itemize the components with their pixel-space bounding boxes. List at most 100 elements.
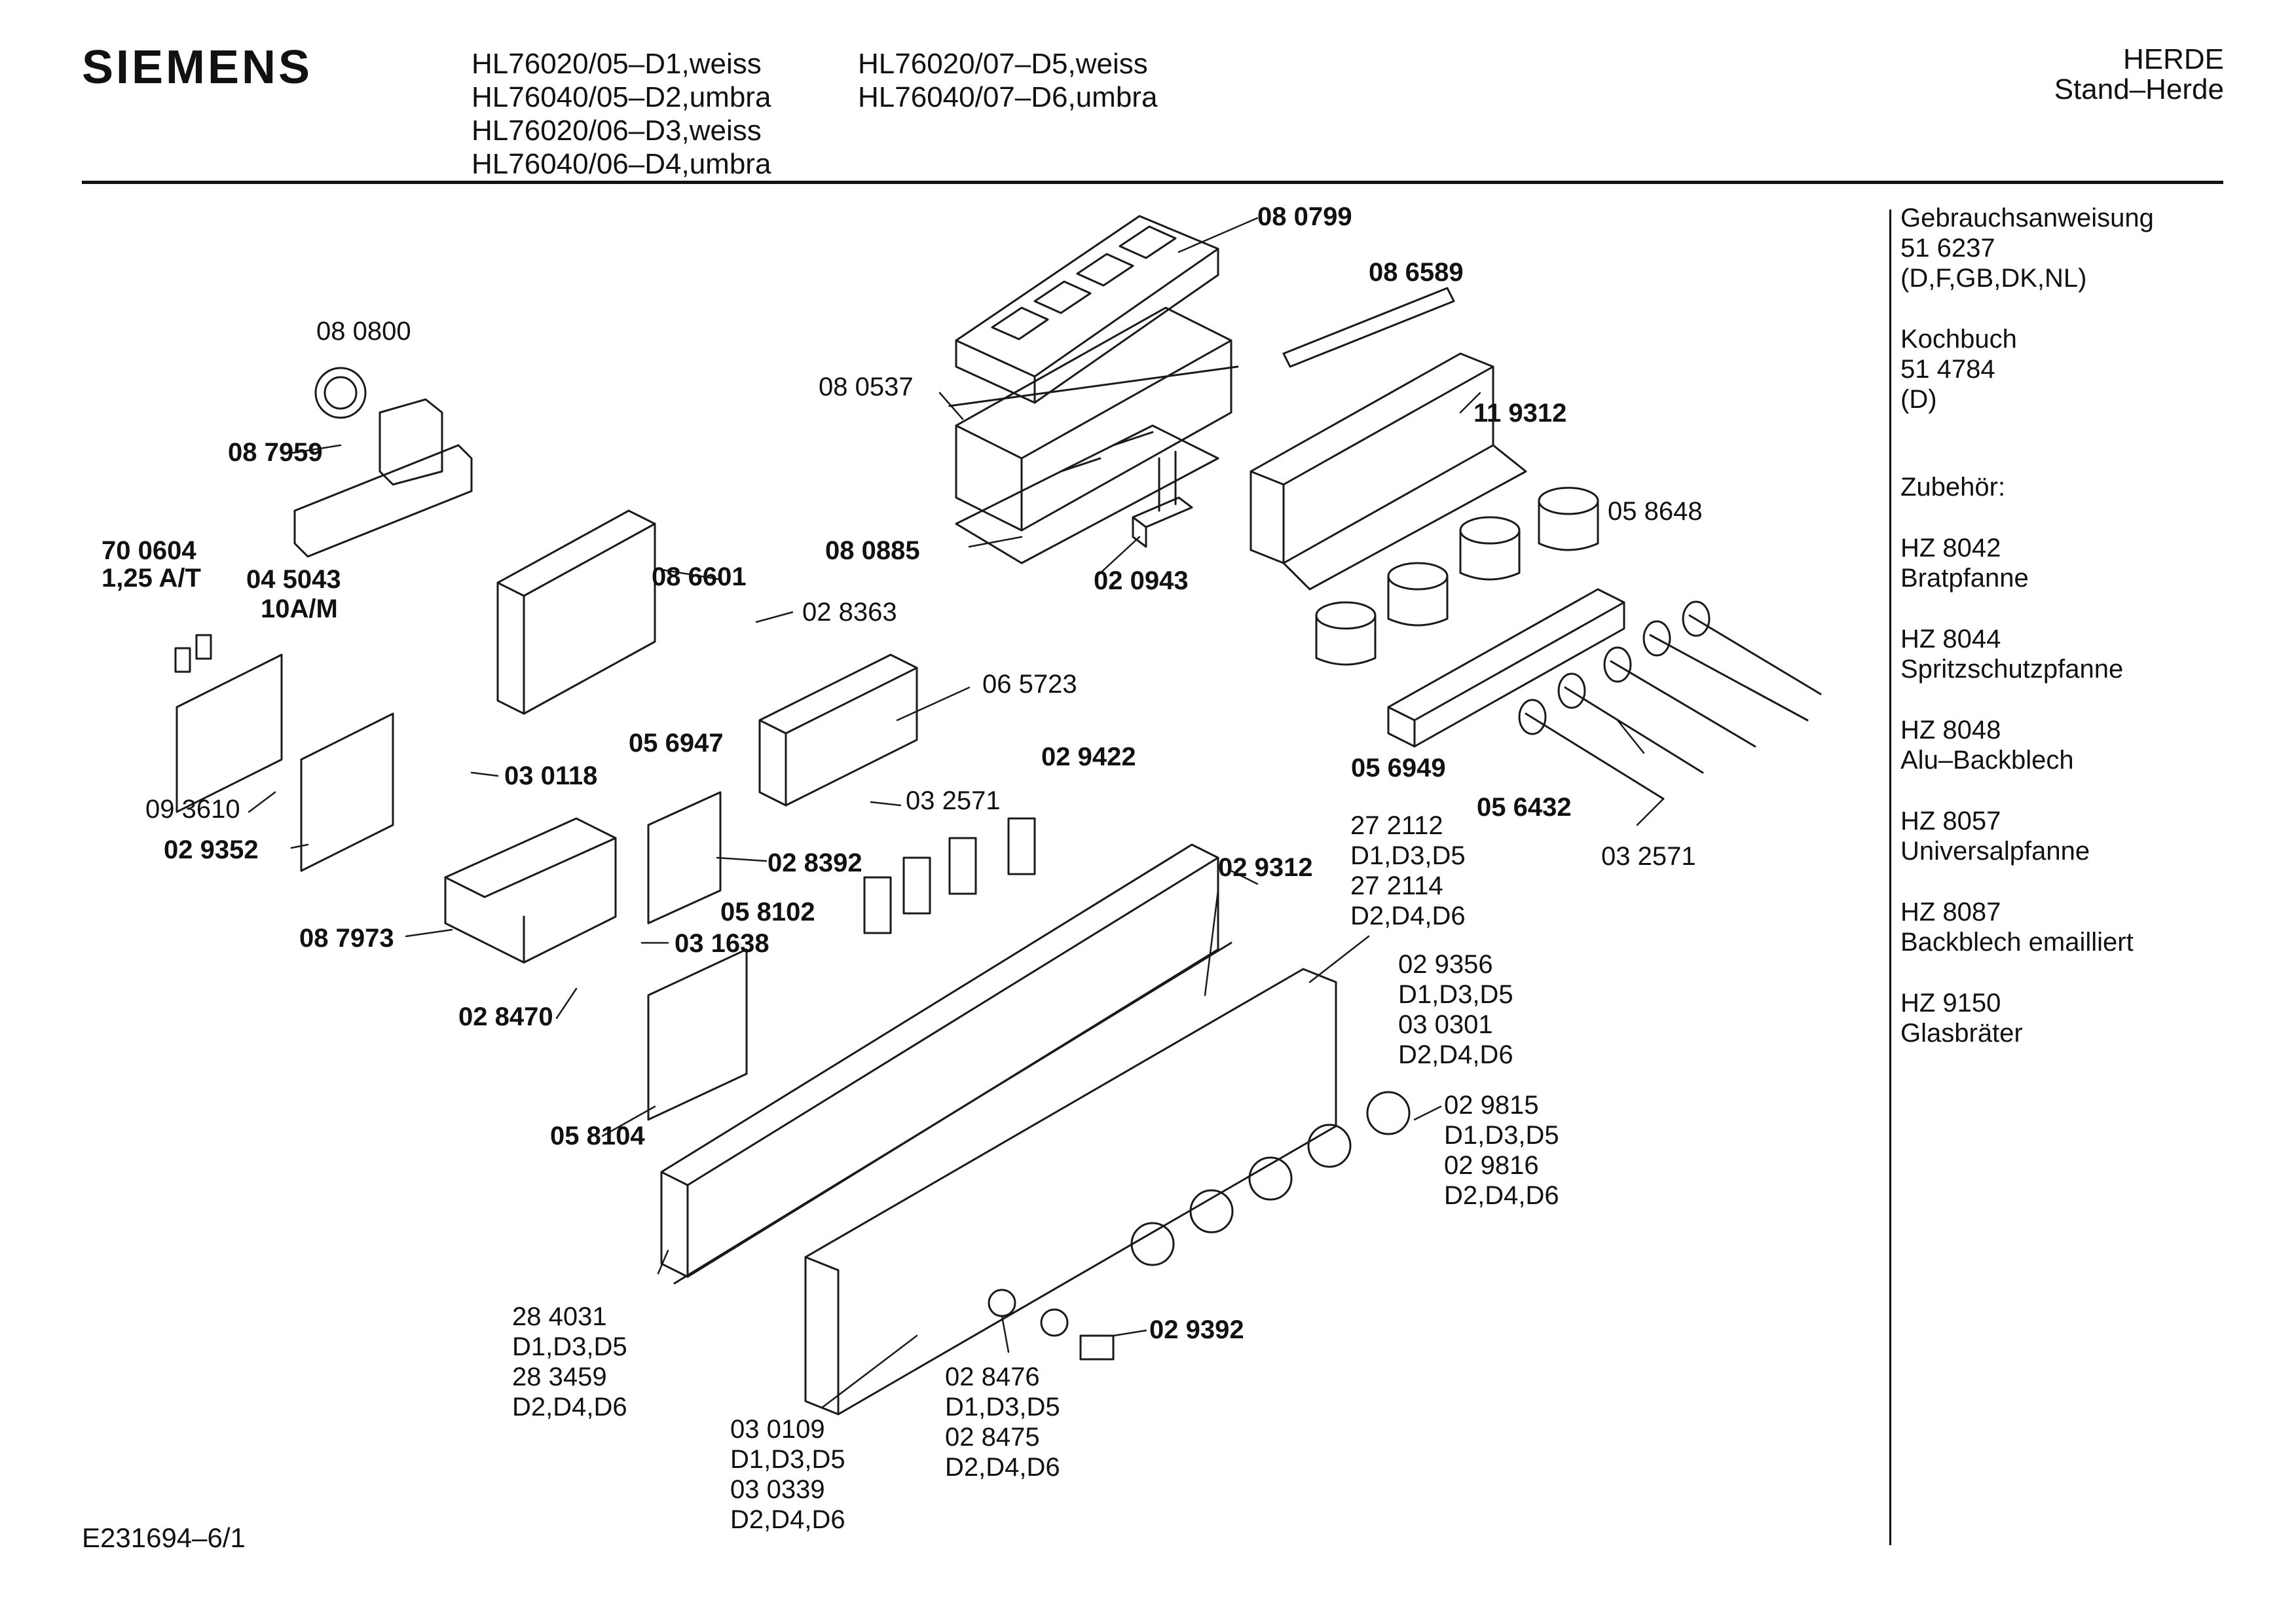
part-label: 08 0800	[316, 317, 411, 346]
fuse-board-part	[174, 634, 283, 813]
part-label: 02 9312	[1218, 853, 1313, 882]
keypad-part	[647, 948, 748, 1121]
accessory-code: HZ 8087	[1900, 898, 2001, 926]
part-label: 04 5043	[246, 565, 341, 594]
seal-strip-part	[673, 942, 1232, 1285]
accessory-name: Bratpfanne	[1900, 564, 2029, 593]
accessory-name: Spritzschutzpfanne	[1900, 655, 2124, 684]
brand-logo: SIEMENS	[82, 41, 313, 94]
part-number: 02 9816	[1444, 1151, 1539, 1180]
accessory-name: Universalpfanne	[1900, 837, 2090, 866]
part-variant: D1,D3,D5	[945, 1393, 1060, 1421]
part-number: 03 0339	[730, 1475, 825, 1504]
part-label: 08 6589	[1369, 258, 1464, 287]
control-frame-part	[1387, 588, 1625, 748]
part-variant: D2,D4,D6	[512, 1393, 627, 1421]
category-subtitle: Stand–Herde	[2054, 73, 2224, 105]
part-label: 02 8470	[458, 1002, 553, 1031]
part-label: 02 9392	[1149, 1315, 1244, 1344]
terminal-block-part	[1132, 450, 1193, 548]
part-number: 03 0109	[730, 1415, 825, 1444]
front-panel-part	[804, 968, 1337, 1416]
part-label-group: 02 8476 D1,D3,D5 02 8475 D2,D4,D6	[945, 1362, 1060, 1482]
part-label: 08 6601	[652, 562, 747, 591]
model-list-col1: HL76020/05–D1,weiss HL76040/05–D2,umbra …	[472, 47, 771, 181]
module-tray-part	[955, 215, 1219, 404]
part-label: 02 0943	[1094, 566, 1189, 595]
display-window-part	[863, 817, 1036, 934]
accessory-item: HZ 8057 Universalpfanne	[1900, 806, 2267, 866]
part-variant: D1,D3,D5	[1444, 1121, 1559, 1150]
accessories-heading: Zubehör:	[1900, 473, 2006, 502]
accessory-code: HZ 8044	[1900, 625, 2001, 653]
part-variant: D2,D4,D6	[730, 1505, 845, 1534]
sidebar-divider	[1889, 210, 1891, 1545]
part-variant: D1,D3,D5	[1398, 980, 1513, 1009]
part-label: 05 6432	[1477, 793, 1572, 822]
control-knob-part	[1130, 1091, 1411, 1266]
thermostat-part	[293, 367, 473, 558]
part-label-group: 03 0109 D1,D3,D5 03 0339 D2,D4,D6	[730, 1414, 845, 1535]
exploded-parts-drawing	[174, 215, 1822, 1416]
accessory-code: HZ 8057	[1900, 807, 2001, 835]
manual-title: Gebrauchsanweisung	[1900, 204, 2154, 232]
part-number: 28 4031	[512, 1302, 607, 1331]
model-entry: HL76040/05–D2,umbra	[472, 81, 771, 113]
part-variant: D2,D4,D6	[1444, 1181, 1559, 1210]
part-label: 11 9312	[1473, 399, 1567, 428]
part-label: 03 2571	[906, 786, 1001, 815]
insulation-plate-part	[955, 424, 1219, 564]
accessory-code: HZ 8042	[1900, 534, 2001, 562]
category-block: HERDE Stand–Herde	[2054, 45, 2224, 105]
part-label: 03 2571	[1601, 842, 1696, 871]
part-variant: D1,D3,D5	[512, 1332, 627, 1361]
part-label: 70 0604	[102, 536, 196, 565]
part-number: 03 0301	[1398, 1010, 1493, 1039]
cover-strip-part	[1282, 287, 1455, 368]
part-variant: D2,D4,D6	[945, 1453, 1060, 1482]
part-label: 08 0885	[825, 536, 920, 565]
part-label: 1,25 A/T	[102, 564, 201, 593]
knob-cup-part	[1315, 486, 1599, 666]
part-number: 02 8476	[945, 1363, 1040, 1391]
switch-board-part	[647, 791, 722, 925]
cover-plate-part	[300, 712, 394, 872]
accessory-name: Alu–Backblech	[1900, 746, 2074, 775]
cookbook-number: 51 4784	[1900, 355, 1995, 384]
part-number: 02 8475	[945, 1423, 1040, 1452]
part-label: 08 0799	[1257, 202, 1352, 231]
cookbook-langs: (D)	[1900, 385, 1937, 414]
part-number: 27 2112	[1350, 811, 1443, 840]
model-entry: HL76020/06–D3,weiss	[472, 115, 762, 147]
part-number: 02 9815	[1444, 1091, 1539, 1120]
manual-langs: (D,F,GB,DK,NL)	[1900, 264, 2087, 293]
part-label: 02 9422	[1041, 742, 1136, 771]
part-label: 09 3610	[145, 795, 240, 824]
accessory-item: HZ 8087 Backblech emailliert	[1900, 897, 2267, 957]
accessory-item: HZ 9150 Glasbräter	[1900, 988, 2267, 1048]
sidebar: Gebrauchsanweisung 51 6237 (D,F,GB,DK,NL…	[1900, 203, 2267, 1079]
part-label: 10A/M	[261, 595, 338, 623]
part-label: 05 8648	[1608, 497, 1703, 526]
manual-block: Gebrauchsanweisung 51 6237 (D,F,GB,DK,NL…	[1900, 203, 2267, 293]
part-number: 02 9356	[1398, 950, 1493, 979]
accessory-name: Backblech emailliert	[1900, 928, 2134, 957]
electronics-box-part	[444, 817, 617, 964]
part-label-group: 27 2112 D1,D3,D5 27 2114 D2,D4,D6	[1350, 811, 1466, 931]
leader-lines	[248, 217, 1665, 1409]
part-variant: D2,D4,D6	[1398, 1040, 1513, 1069]
part-label: 08 0537	[819, 373, 914, 401]
header-divider	[82, 181, 2223, 184]
manual-number: 51 6237	[1900, 234, 1995, 263]
cookbook-block: Kochbuch 51 4784 (D)	[1900, 324, 2267, 414]
part-variant: D1,D3,D5	[1350, 841, 1466, 870]
part-number: 28 3459	[512, 1363, 607, 1391]
part-label: 05 6949	[1351, 754, 1446, 782]
model-list-col2: HL76020/07–D5,weiss HL76040/07–D6,umbra	[858, 47, 1157, 114]
part-variant: D2,D4,D6	[1350, 902, 1466, 930]
drawing-id: E231694–6/1	[82, 1522, 246, 1553]
model-entry: HL76020/05–D1,weiss	[472, 48, 762, 80]
channel-bracket-part	[496, 509, 656, 715]
mounting-bracket-part	[1250, 352, 1527, 591]
switch-body-part	[758, 653, 918, 807]
